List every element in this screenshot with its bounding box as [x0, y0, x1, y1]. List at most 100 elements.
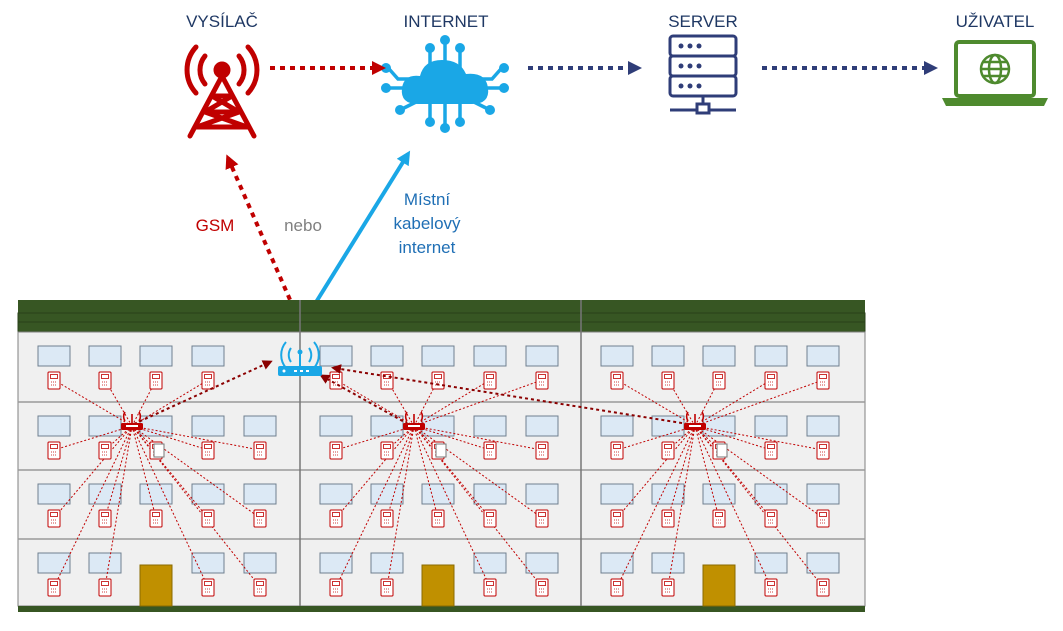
- meter-link: [104, 425, 133, 588]
- meter-link: [694, 425, 772, 451]
- meter-link: [335, 379, 415, 427]
- window: [473, 483, 507, 505]
- window: [421, 345, 455, 367]
- window: [88, 345, 122, 367]
- meter-device-icon: [712, 509, 726, 528]
- window: [243, 483, 277, 505]
- laptop-globe-icon: [942, 40, 1048, 106]
- window: [37, 415, 71, 437]
- meter-link: [616, 379, 696, 427]
- gsm-uplink-arrow: [225, 154, 300, 319]
- meter-link: [131, 425, 261, 451]
- meter-device-icon: [47, 371, 61, 390]
- window: [651, 552, 685, 574]
- window: [754, 345, 788, 367]
- window: [370, 415, 404, 437]
- meter-device-icon: [535, 578, 549, 597]
- or-label: nebo: [284, 216, 322, 235]
- meter-device-icon: [712, 371, 726, 390]
- meter-device-icon: [610, 509, 624, 528]
- window: [525, 415, 559, 437]
- meter-link: [413, 379, 491, 427]
- meter-link: [386, 425, 415, 588]
- meter-link: [694, 379, 720, 427]
- window: [702, 345, 736, 367]
- ground-band: [18, 606, 865, 612]
- window: [473, 552, 507, 574]
- repeater-to-gateway-arrow: [133, 360, 273, 425]
- meter-link: [616, 425, 696, 588]
- cloud-network-icon: [381, 35, 509, 133]
- window: [319, 552, 353, 574]
- window: [421, 483, 455, 505]
- window: [806, 345, 840, 367]
- meter-link: [335, 425, 415, 588]
- internet-label: INTERNET: [404, 12, 489, 31]
- meter-device-icon: [816, 441, 830, 460]
- window: [525, 483, 559, 505]
- meter-link: [413, 379, 543, 427]
- meter-device-icon: [483, 371, 497, 390]
- meter-device-icon: [431, 371, 445, 390]
- window: [139, 483, 173, 505]
- cell-tower-icon: [184, 44, 260, 139]
- meter-link: [335, 425, 415, 451]
- window: [88, 483, 122, 505]
- meter-link: [616, 425, 696, 451]
- meter-link: [667, 425, 696, 588]
- repeater-icon: [684, 411, 706, 430]
- window: [600, 415, 634, 437]
- window: [806, 552, 840, 574]
- meter-link: [131, 379, 209, 427]
- meter-link: [413, 425, 491, 588]
- meter-device-icon: [153, 443, 165, 458]
- repeater-to-gateway-arrow: [319, 374, 409, 425]
- window: [191, 415, 225, 437]
- window: [243, 415, 277, 437]
- meter-device-icon: [380, 371, 394, 390]
- meter-link: [131, 425, 209, 451]
- window: [600, 483, 634, 505]
- meter-device-icon: [431, 509, 445, 528]
- meter-link: [413, 425, 491, 451]
- meter-link: [413, 379, 439, 427]
- window: [702, 415, 736, 437]
- meter-link: [694, 425, 824, 451]
- entrance-door: [702, 564, 736, 607]
- window: [319, 345, 353, 367]
- meter-device-icon: [201, 578, 215, 597]
- meter-device-icon: [98, 371, 112, 390]
- window: [139, 415, 173, 437]
- meter-device-icon: [610, 578, 624, 597]
- meter-link: [335, 425, 415, 519]
- meter-device-icon: [329, 371, 343, 390]
- window: [600, 345, 634, 367]
- window: [88, 552, 122, 574]
- meter-device-icon: [661, 441, 675, 460]
- meter-device-icon: [47, 509, 61, 528]
- meter-link: [131, 379, 157, 427]
- meter-device-icon: [435, 443, 447, 458]
- window: [139, 345, 173, 367]
- gsm-label: GSM: [196, 216, 235, 235]
- meter-device-icon: [149, 509, 163, 528]
- meter-device-icon: [201, 441, 215, 460]
- meter-device-icon: [329, 509, 343, 528]
- meter-link: [413, 425, 543, 451]
- meter-link: [694, 379, 824, 427]
- window: [754, 552, 788, 574]
- meter-link: [694, 425, 772, 588]
- roof-band: [17, 312, 866, 323]
- repeater-icon: [121, 411, 143, 430]
- window: [370, 483, 404, 505]
- meter-device-icon: [380, 578, 394, 597]
- wifi-router-icon: [278, 341, 322, 376]
- window: [651, 483, 685, 505]
- roof-band: [18, 300, 865, 313]
- window: [370, 552, 404, 574]
- window: [806, 483, 840, 505]
- meter-device-icon: [661, 578, 675, 597]
- window: [754, 483, 788, 505]
- meter-device-icon: [716, 443, 728, 458]
